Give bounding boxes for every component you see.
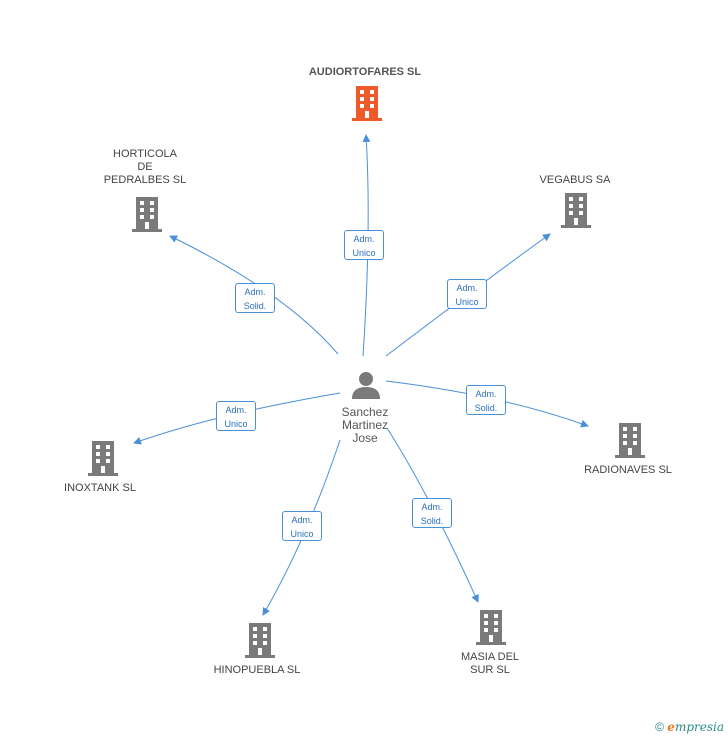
person-icon[interactable] xyxy=(351,370,381,400)
company-name-horticola[interactable]: HORTICOLA DE PEDRALBES SL xyxy=(103,148,187,186)
building-icon[interactable] xyxy=(476,610,506,646)
role-badge-vegabus[interactable]: Adm. Unico xyxy=(447,279,487,309)
role-badge-inoxtank[interactable]: Adm. Unico xyxy=(216,401,256,431)
building-icon[interactable] xyxy=(352,86,382,122)
role-badge-radionaves[interactable]: Adm. Solid. xyxy=(466,385,506,415)
role-badge-hinopuebla[interactable]: Adm. Unico xyxy=(282,511,322,541)
company-name-inoxtank[interactable]: INOXTANK SL xyxy=(64,482,136,494)
footer-brand: © empresia xyxy=(655,720,724,734)
role-badge-audiortofares[interactable]: Adm. Unico xyxy=(344,230,384,260)
building-icon[interactable] xyxy=(132,197,162,233)
building-icon[interactable] xyxy=(245,623,275,659)
company-name-vegabus[interactable]: VEGABUS SA xyxy=(539,174,611,186)
company-name-audiortofares[interactable]: AUDIORTOFARES SL xyxy=(308,66,422,78)
company-name-radionaves[interactable]: RADIONAVES SL xyxy=(584,464,672,476)
building-icon[interactable] xyxy=(615,423,645,459)
company-name-masiadelsur[interactable]: MASIA DEL SUR SL xyxy=(460,651,520,676)
role-badge-masiadelsur[interactable]: Adm. Solid. xyxy=(412,498,452,528)
building-icon[interactable] xyxy=(88,441,118,477)
company-name-hinopuebla[interactable]: HINOPUEBLA SL xyxy=(213,664,301,676)
building-icon[interactable] xyxy=(561,193,591,229)
copyright-icon: © xyxy=(655,720,664,734)
brand-logo[interactable]: empresia xyxy=(667,720,724,734)
role-badge-horticola[interactable]: Adm. Solid. xyxy=(235,283,275,313)
person-name[interactable]: Sanchez Martinez Jose xyxy=(341,405,389,445)
